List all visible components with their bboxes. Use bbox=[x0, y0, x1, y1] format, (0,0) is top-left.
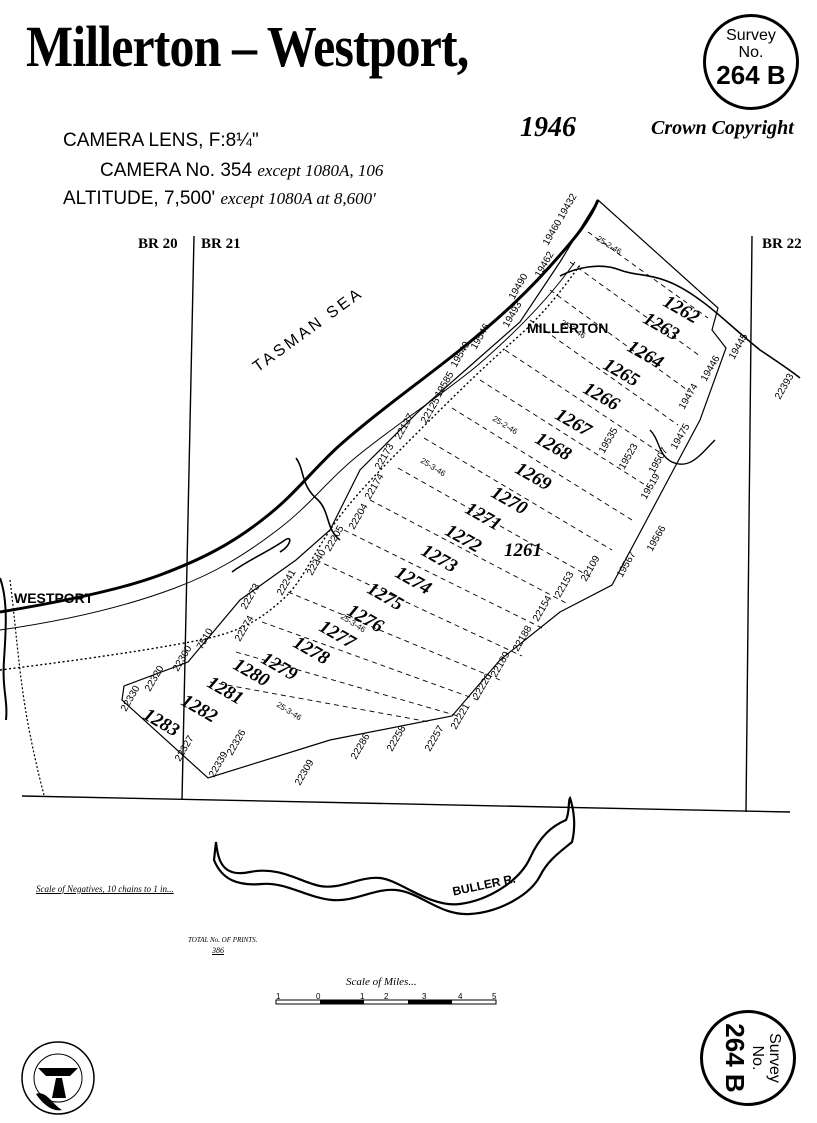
map-bottom-line bbox=[21, 795, 791, 813]
camera-lens-label: CAMERA LENS, F:8¼" bbox=[63, 130, 259, 151]
strip-label-br20: BR 20 bbox=[138, 236, 178, 252]
scale-tick: 2 bbox=[384, 992, 389, 1001]
badge-line3: 264 B bbox=[716, 60, 786, 90]
print-number: 22327 bbox=[173, 734, 197, 764]
frame-label: 1268 bbox=[532, 428, 576, 465]
run-date: 25-2-46 bbox=[491, 414, 520, 437]
buller-river bbox=[212, 795, 576, 916]
road-south bbox=[9, 579, 45, 796]
print-number: 19445 bbox=[727, 332, 751, 362]
title-dash: – bbox=[232, 14, 257, 79]
frame-label: 1269 bbox=[512, 458, 556, 495]
coverage-outline bbox=[121, 199, 727, 779]
badge-line3: 264 B bbox=[720, 1023, 750, 1093]
scale-tick: 4 bbox=[458, 992, 463, 1001]
print-number: 22125 bbox=[419, 396, 443, 426]
print-number: 22188 bbox=[511, 624, 535, 654]
print-number: 19507 bbox=[647, 446, 671, 476]
run-date: 25-2-46 bbox=[595, 234, 624, 257]
map-title: Millerton – Westport, bbox=[26, 18, 469, 76]
frame-labels: 1262 1263 1264 1265 1266 1267 1268 1269 … bbox=[140, 291, 704, 741]
print-number: 19475 bbox=[669, 422, 693, 452]
camera-altitude-note: except 1080A at 8,600' bbox=[220, 189, 376, 208]
scale-tick: 1 bbox=[276, 992, 281, 1001]
stream-2 bbox=[231, 537, 291, 573]
print-number: 7510 bbox=[195, 626, 216, 651]
print-number: 19474 bbox=[677, 382, 701, 412]
place-millerton: MILLERTON bbox=[527, 320, 609, 336]
westport-river bbox=[0, 577, 8, 721]
print-number: 19432 bbox=[556, 192, 580, 222]
print-number: 22189 bbox=[489, 650, 513, 680]
print-number: 22174 bbox=[363, 472, 387, 502]
badge-line2: No. bbox=[749, 1045, 766, 1071]
camera-number-label: CAMERA No. 354 bbox=[100, 160, 253, 181]
total-prints-label: TOTAL No. OF PRINTS. bbox=[188, 936, 258, 944]
print-number: 22273 bbox=[239, 582, 263, 612]
badge-line1: Survey bbox=[726, 27, 776, 44]
scale-bar bbox=[275, 999, 497, 1005]
frame-label: 1266 bbox=[580, 378, 624, 415]
print-number: 19567 bbox=[615, 550, 639, 580]
survey-badge: Survey No. 264 B bbox=[703, 14, 799, 110]
camera-lens: CAMERA LENS, F:8¼" bbox=[63, 130, 259, 152]
print-number: 22274 bbox=[233, 614, 257, 644]
total-prints-value: 386 bbox=[212, 946, 224, 955]
strip-line-br20 bbox=[181, 235, 195, 801]
title-comma: , bbox=[456, 14, 469, 79]
strip-label-br21: BR 21 bbox=[201, 236, 241, 252]
coastline bbox=[0, 199, 600, 614]
print-number: 22205 bbox=[323, 524, 347, 554]
print-number: 22257 bbox=[423, 724, 447, 754]
camera-number: CAMERA No. 354 except 1080A, 106 bbox=[100, 160, 383, 182]
print-number: 22240 bbox=[305, 548, 329, 578]
print-number: 22339 bbox=[207, 750, 231, 780]
scale-tick: 1 bbox=[360, 992, 365, 1001]
stream-3 bbox=[559, 265, 801, 379]
camera-altitude: ALTITUDE, 7,500' except 1080A at 8,600' bbox=[63, 188, 376, 210]
place-westport: WESTPORT bbox=[14, 590, 94, 606]
frame-label: 1261 bbox=[504, 540, 542, 561]
strip-label-br22: BR 22 bbox=[762, 236, 802, 252]
badge-line2: No. bbox=[738, 44, 764, 61]
print-number: 22109 bbox=[579, 554, 603, 584]
print-number: 22320 bbox=[143, 664, 167, 694]
run-date: 25-3-46 bbox=[419, 456, 448, 479]
print-number: 22204 bbox=[347, 502, 371, 532]
badge-line1: Survey bbox=[766, 1033, 783, 1083]
print-number: 19460 bbox=[541, 218, 565, 248]
camera-number-note: except 1080A, 106 bbox=[257, 161, 384, 180]
survey-year: 1946 bbox=[520, 112, 576, 143]
print-number: 19535 bbox=[597, 426, 621, 456]
railway bbox=[0, 264, 581, 671]
title-part1: Millerton bbox=[26, 14, 221, 79]
title-part2: Westport bbox=[266, 14, 458, 79]
strip-line-br22 bbox=[745, 235, 753, 813]
print-number: 22153 bbox=[553, 570, 577, 600]
print-number: 22393 bbox=[773, 372, 797, 402]
print-number: 19566 bbox=[645, 524, 669, 554]
coastline-inner bbox=[0, 261, 576, 631]
survey-badge-rotated: Survey No. 264 B bbox=[700, 1010, 796, 1106]
stream-1 bbox=[295, 457, 341, 541]
print-number: 19523 bbox=[617, 442, 641, 472]
aerial-mapping-logo bbox=[21, 1041, 95, 1115]
print-number: 22326 bbox=[225, 728, 249, 758]
run-date: 25-3-46 bbox=[275, 700, 304, 723]
stream-4 bbox=[649, 429, 716, 465]
camera-altitude-label: ALTITUDE, 7,500' bbox=[63, 188, 216, 209]
print-number: 22309 bbox=[293, 758, 317, 788]
scale-of-negatives: Scale of Negatives, 10 chains to 1 in... bbox=[36, 884, 174, 894]
print-number: 22221 bbox=[449, 702, 473, 732]
print-number: 19490 bbox=[507, 272, 531, 302]
scale-tick: 3 bbox=[422, 992, 427, 1001]
crown-copyright: Crown Copyright bbox=[651, 117, 794, 139]
scale-of-miles-title: Scale of Miles... bbox=[346, 976, 417, 988]
flight-runs bbox=[209, 231, 709, 723]
print-number: 19546 bbox=[469, 322, 493, 352]
scale-tick: 5 bbox=[492, 992, 497, 1001]
scale-tick: 0 bbox=[316, 992, 321, 1001]
